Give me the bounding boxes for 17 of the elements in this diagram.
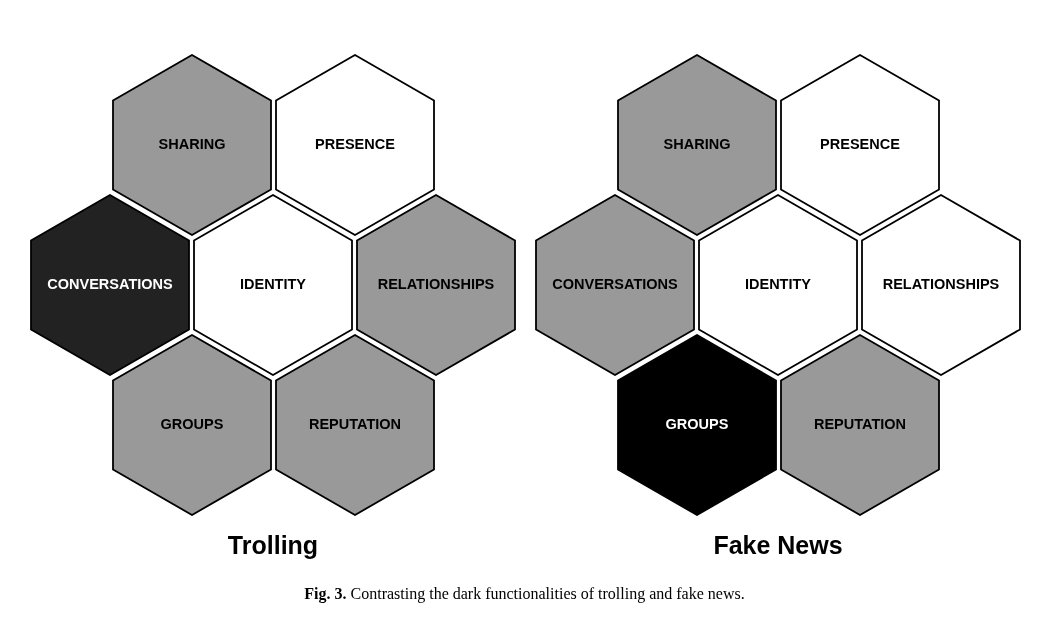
- hexagon-label: GROUPS: [665, 415, 729, 435]
- hexagon-label: RELATIONSHIPS: [882, 275, 1000, 295]
- hexagon-label: IDENTITY: [744, 275, 812, 295]
- hexagon-label: RELATIONSHIPS: [377, 275, 495, 295]
- panel-title: Trolling: [227, 530, 319, 561]
- hexagon-label: PRESENCE: [820, 135, 900, 155]
- hexagon-label: CONVERSATIONS: [552, 275, 678, 295]
- hexagon-label: CONVERSATIONS: [47, 275, 173, 295]
- hexagon-label: GROUPS: [160, 415, 224, 435]
- panel-title: Fake News: [713, 530, 843, 561]
- hexagon-label: REPUTATION: [308, 415, 402, 435]
- hexagon-label: IDENTITY: [239, 275, 307, 295]
- hexagon-label: SHARING: [158, 135, 226, 155]
- figure-caption: Fig. 3. Contrasting the dark functionalities of trolling and fake news.: [304, 584, 745, 605]
- hexagon-label: REPUTATION: [813, 415, 907, 435]
- hexagon-label: PRESENCE: [315, 135, 395, 155]
- hexagon-label: SHARING: [663, 135, 731, 155]
